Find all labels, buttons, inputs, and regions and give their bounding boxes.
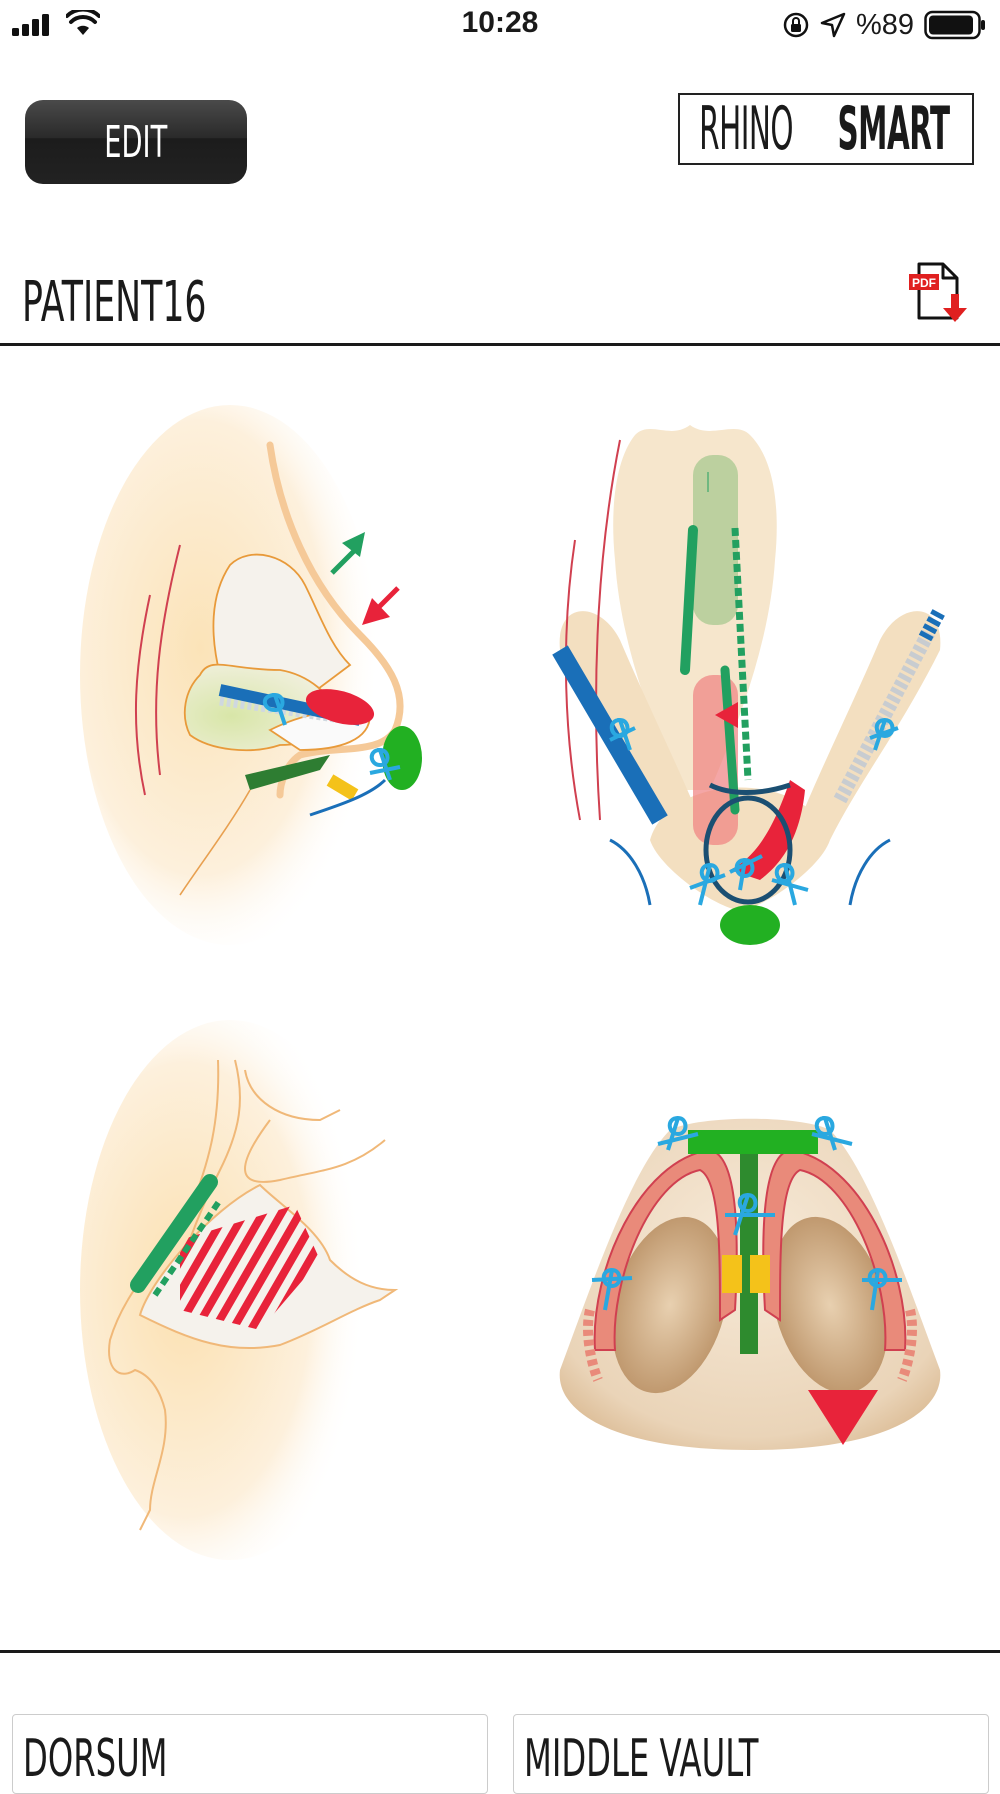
header-divider	[0, 343, 1000, 346]
battery-icon	[924, 10, 985, 40]
pdf-download-icon[interactable]: PDF	[905, 260, 971, 326]
patient-name: PATIENT16	[22, 270, 207, 335]
section-card-middle-vault[interactable]: MIDDLE VAULT	[513, 1714, 989, 1794]
status-bar: 10:28 %89	[0, 0, 1000, 50]
section-title: MIDDLE VAULT	[524, 1729, 759, 1789]
nose-lateral-diagram[interactable]	[80, 395, 480, 955]
rhinosmart-logo: RHINO SMART	[678, 93, 974, 165]
edit-button[interactable]: EDIT	[25, 100, 247, 184]
rotation-lock-icon	[783, 12, 809, 38]
section-card-dorsum[interactable]: DORSUM	[12, 1714, 488, 1794]
nose-base-diagram[interactable]	[550, 1110, 950, 1470]
pdf-icon-text: PDF	[912, 276, 936, 290]
nose-profile-diagram[interactable]	[80, 1010, 480, 1570]
status-right: %89	[782, 8, 986, 42]
logo-light-text: RHINO	[698, 94, 793, 164]
section-title: DORSUM	[23, 1729, 168, 1789]
nose-dorsal-diagram[interactable]	[540, 420, 960, 960]
signal-icon	[12, 14, 49, 36]
logo-bold-text: SMART	[837, 94, 950, 164]
status-time: 10:28	[461, 6, 539, 39]
wifi-icon	[66, 10, 100, 35]
content-divider	[0, 1650, 1000, 1653]
location-icon	[820, 12, 846, 38]
battery-percentage: %89	[855, 8, 914, 41]
